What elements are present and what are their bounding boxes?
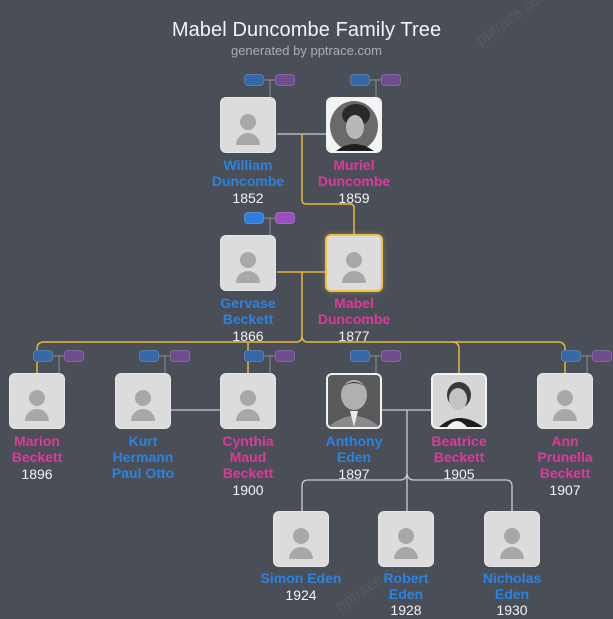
- avatar-placeholder-icon: [240, 390, 256, 406]
- person-birth-year: 1930: [496, 602, 528, 618]
- show-mother-button[interactable]: [275, 350, 295, 362]
- person-card-beatrice-beckett[interactable]: [431, 373, 487, 429]
- portrait-photo-icon: [328, 99, 380, 151]
- portrait-photo-icon: [433, 375, 485, 427]
- show-father-button[interactable]: [350, 74, 370, 86]
- person-card-muriel-duncombe[interactable]: [326, 97, 382, 153]
- person-card-gervase-beckett[interactable]: [220, 235, 276, 291]
- person-birth-year: 1859: [338, 190, 370, 206]
- person-card-ann-prunella-beckett[interactable]: [537, 373, 593, 429]
- avatar-placeholder-icon: [557, 390, 573, 406]
- person-birth-year: 1897: [338, 466, 370, 482]
- person-card-cynthia-maud-beckett[interactable]: [220, 373, 276, 429]
- portrait-photo-icon: [328, 375, 380, 427]
- avatar-placeholder-icon: [398, 528, 414, 544]
- person-card-kurt-hermann-paul-otto[interactable]: [115, 373, 171, 429]
- show-father-button[interactable]: [561, 350, 581, 362]
- show-father-button[interactable]: [244, 212, 264, 224]
- show-mother-button[interactable]: [64, 350, 84, 362]
- person-name[interactable]: Simon Eden: [260, 570, 342, 586]
- avatar-placeholder-icon: [293, 528, 309, 544]
- person-birth-year: 1866: [232, 328, 264, 344]
- show-mother-button[interactable]: [592, 350, 612, 362]
- person-card-simon-eden[interactable]: [273, 511, 329, 567]
- page-subtitle: generated by pptrace.com: [230, 43, 383, 58]
- show-father-button[interactable]: [350, 350, 370, 362]
- show-mother-button[interactable]: [170, 350, 190, 362]
- avatar-placeholder-icon: [240, 252, 256, 268]
- show-mother-button[interactable]: [275, 74, 295, 86]
- show-father-button[interactable]: [244, 350, 264, 362]
- avatar-placeholder-icon: [135, 390, 151, 406]
- show-mother-button[interactable]: [381, 350, 401, 362]
- person-card-mabel-duncombe-focus[interactable]: [325, 234, 383, 292]
- avatar-placeholder-icon: [240, 114, 256, 130]
- person-card-nicholas-eden[interactable]: [484, 511, 540, 567]
- show-mother-button[interactable]: [381, 74, 401, 86]
- person-birth-year: 1905: [443, 466, 475, 482]
- show-father-button[interactable]: [244, 74, 264, 86]
- page-title: Mabel Duncombe Family Tree: [171, 19, 442, 41]
- avatar-placeholder-icon: [504, 528, 520, 544]
- person-birth-year: 1928: [390, 602, 422, 618]
- show-father-button[interactable]: [139, 350, 159, 362]
- show-mother-button[interactable]: [275, 212, 295, 224]
- avatar-placeholder-icon: [29, 390, 45, 406]
- person-birth-year: 1896: [21, 466, 53, 482]
- person-card-anthony-eden[interactable]: [326, 373, 382, 429]
- show-father-button[interactable]: [33, 350, 53, 362]
- person-card-robert-eden[interactable]: [378, 511, 434, 567]
- person-card-marion-beckett[interactable]: [9, 373, 65, 429]
- person-card-william-duncombe[interactable]: [220, 97, 276, 153]
- person-birth-year: 1877: [338, 328, 370, 344]
- person-birth-year: 1907: [549, 482, 581, 498]
- person-birth-year: 1900: [232, 482, 264, 498]
- person-birth-year: 1852: [232, 190, 264, 206]
- avatar-placeholder-icon: [346, 252, 362, 268]
- person-birth-year: 1924: [285, 587, 317, 603]
